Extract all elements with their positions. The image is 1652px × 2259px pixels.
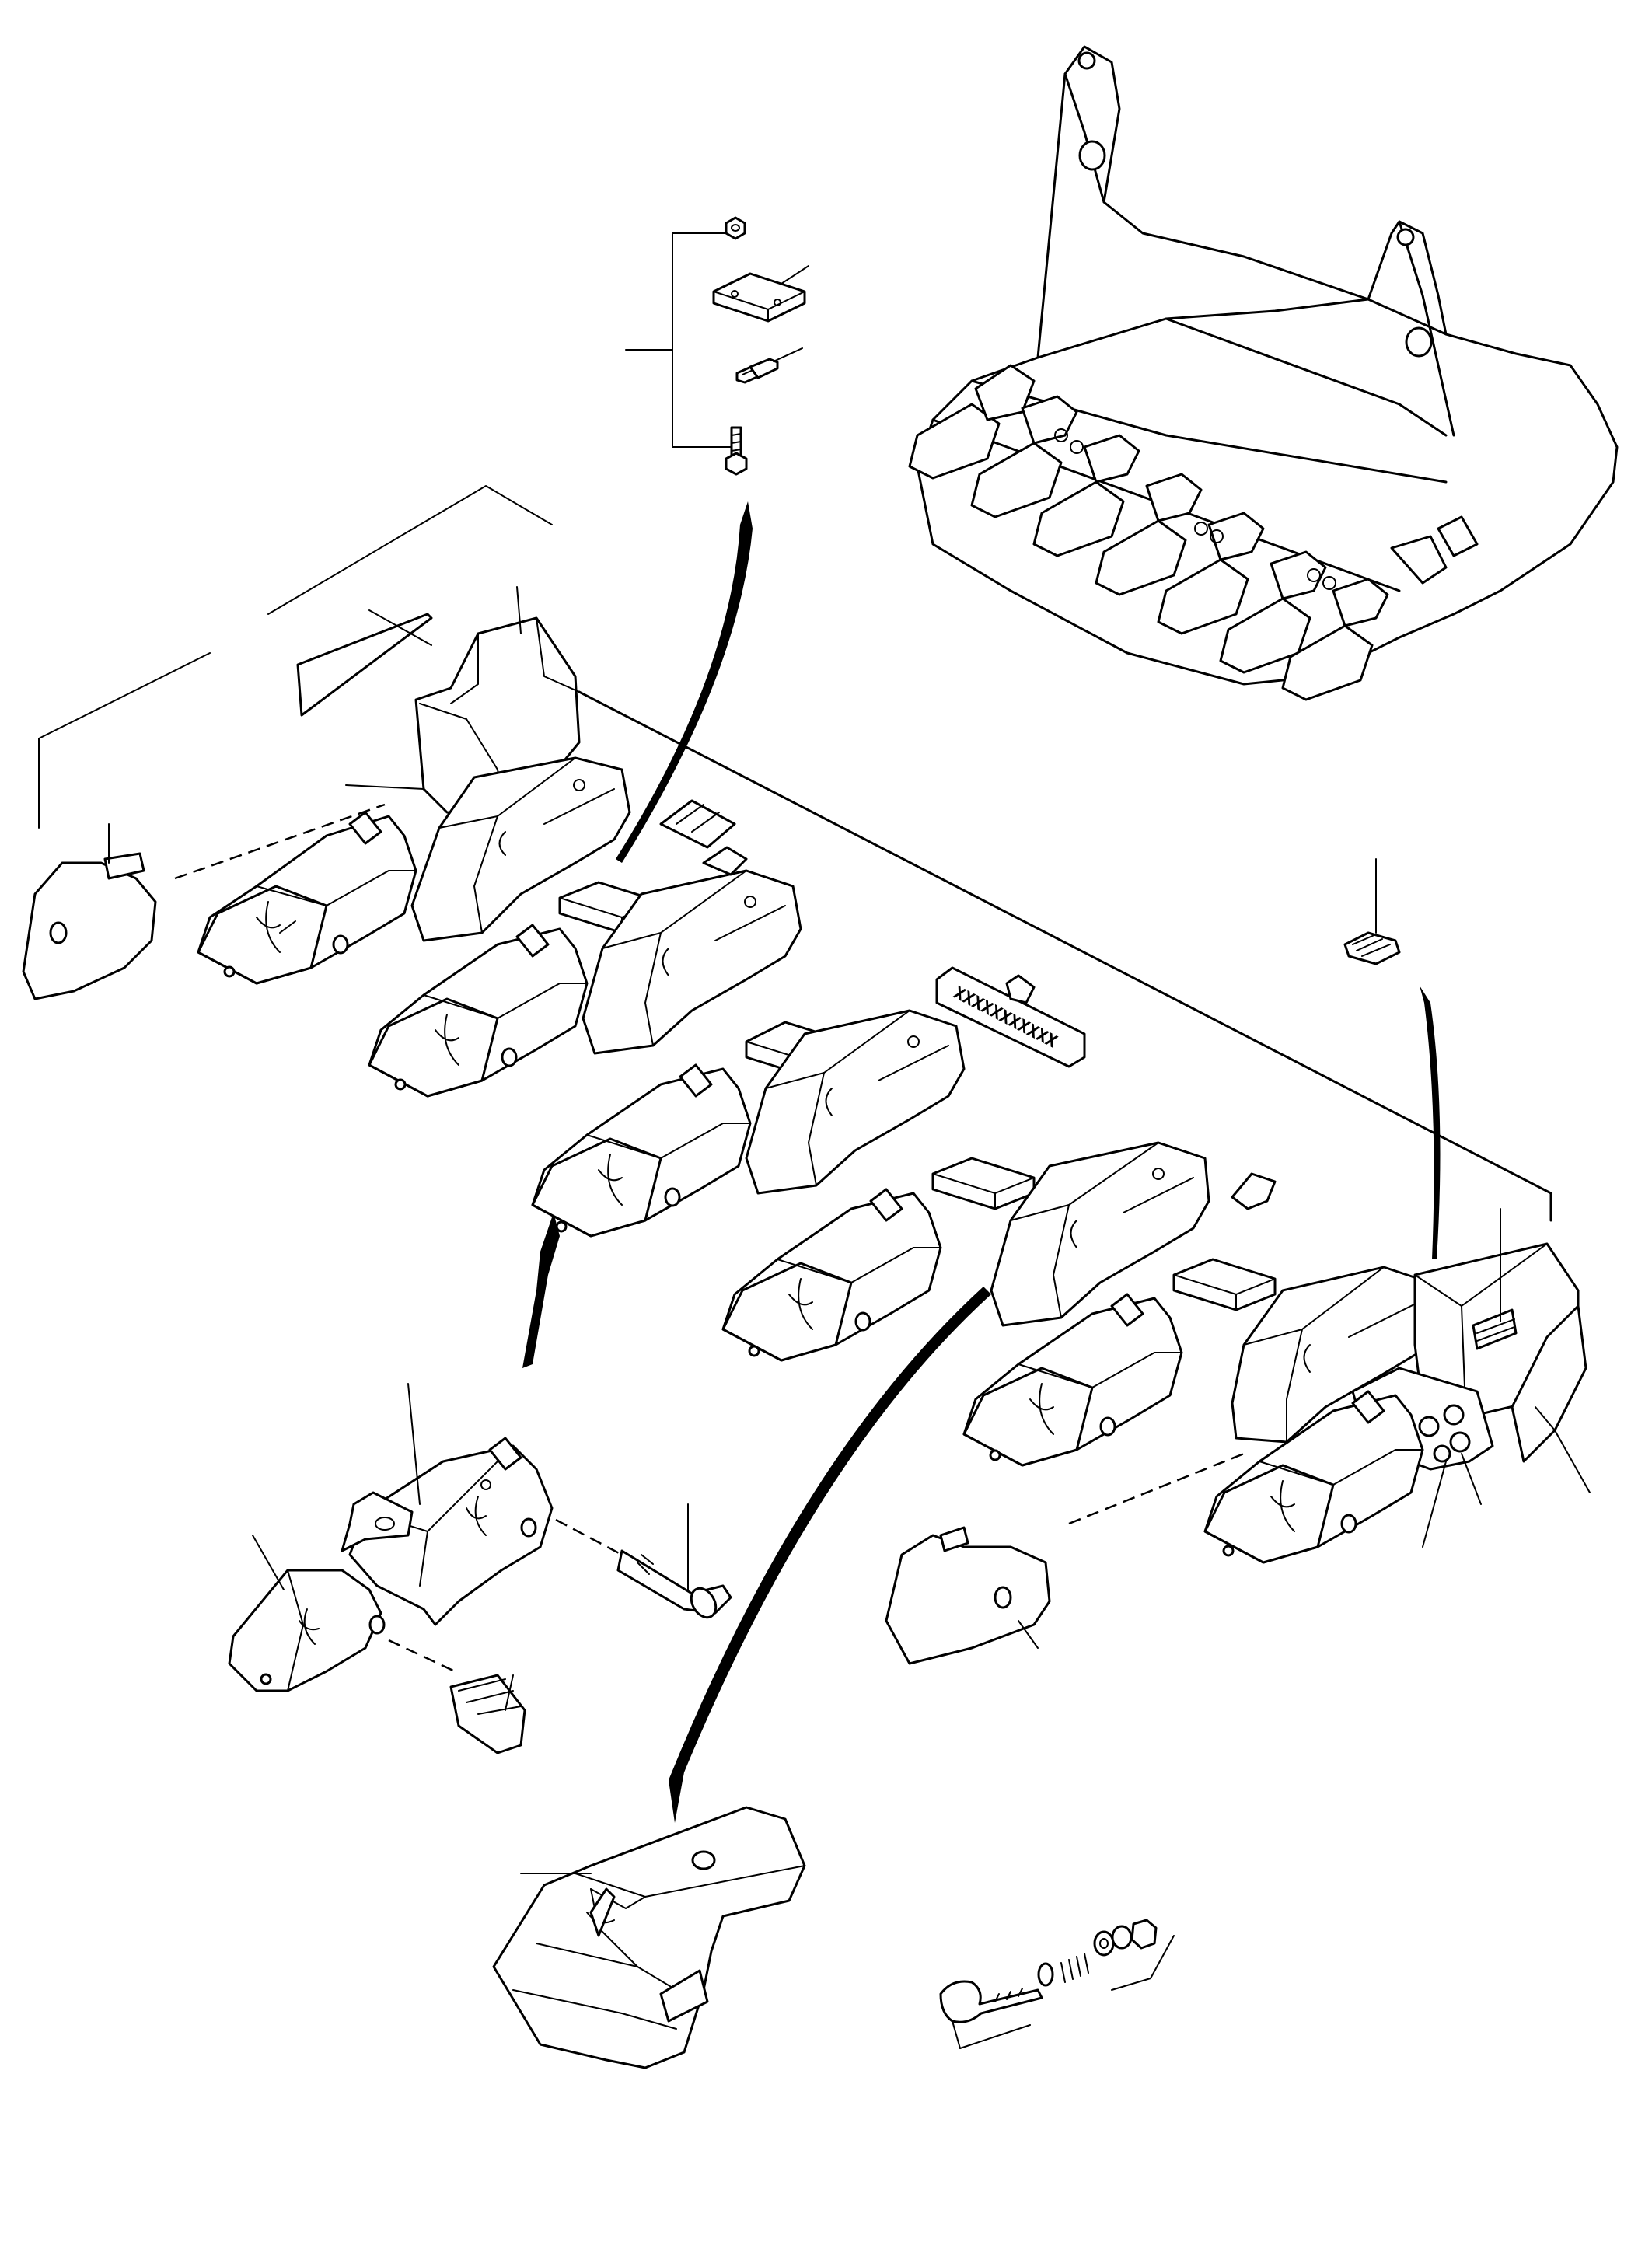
plate-bolt-kit bbox=[625, 216, 809, 476]
adapter-1 bbox=[410, 756, 631, 942]
tooth-adapter-2 bbox=[368, 924, 589, 1098]
hook-bolt-assembly bbox=[939, 1919, 1175, 2049]
bucket-assembly bbox=[908, 45, 1619, 701]
tooth-adapter-5 bbox=[962, 1293, 1183, 1467]
tooth-adapter-3 bbox=[531, 1063, 752, 1238]
small-decal bbox=[659, 799, 748, 876]
assembly-arrows bbox=[522, 501, 1441, 1823]
adapter-3 bbox=[745, 1009, 966, 1195]
tooth-adapter-4 bbox=[721, 1188, 942, 1362]
tooth-adapter-6 bbox=[1203, 1390, 1424, 1564]
adapter-4 bbox=[990, 1141, 1210, 1327]
tooth-adapter-1 bbox=[197, 811, 417, 985]
adapter-5 bbox=[1231, 1266, 1436, 1444]
tooth-detail bbox=[228, 1383, 732, 1754]
large-tooth bbox=[492, 1806, 806, 2069]
